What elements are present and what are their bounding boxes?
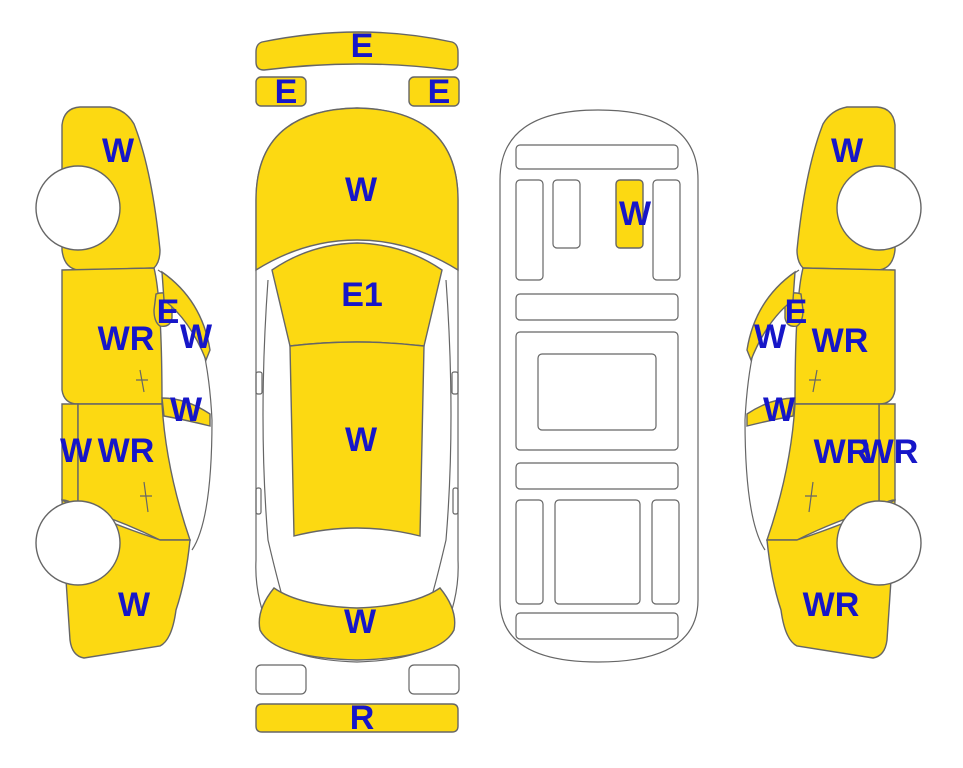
label-left-mirror: E (156, 293, 180, 331)
rear-left-seat (515, 499, 544, 605)
label-left-rocker: W (59, 432, 93, 470)
front-bumper-part[interactable] (255, 31, 459, 71)
label-left-front-door: WR (97, 320, 155, 358)
dashboard (515, 144, 679, 170)
left-door-handle-front (136, 369, 148, 393)
middle-bar (515, 293, 679, 321)
front-left-seat (515, 179, 544, 281)
hood-part[interactable] (255, 107, 459, 272)
front-right-seat (652, 179, 681, 281)
label-headlight-right: E (427, 73, 451, 111)
label-right-front-fender: W (830, 132, 864, 170)
label-right-mirror: E (784, 293, 808, 331)
taillight-right (408, 664, 460, 695)
top-mirror-right (451, 371, 459, 395)
left-front-door-part[interactable] (61, 267, 163, 405)
label-right-rear-fender: WR (802, 586, 860, 624)
label-left-rear-door: WR (97, 432, 155, 470)
label-left-front-fender: W (101, 132, 135, 170)
right-rear-pillar-part[interactable] (746, 397, 796, 427)
label-right-rear-door: WR (813, 433, 871, 471)
label-right-rear-pillar: W (762, 391, 796, 429)
label-right-front-door: WR (811, 322, 869, 360)
label-headlight-left: E (274, 73, 298, 111)
right-rear-wheel (836, 500, 922, 586)
rear-right-seat (651, 499, 680, 605)
top-handle-left (255, 487, 262, 515)
roof-part[interactable] (289, 341, 425, 537)
left-rear-wheel (35, 500, 121, 586)
rear-center-seat (554, 499, 641, 605)
label-right-rocker: WR (861, 433, 919, 471)
rear-panel-top-part[interactable] (258, 587, 456, 661)
label-windshield: E1 (341, 276, 383, 314)
right-front-pillar-part[interactable] (746, 270, 796, 362)
label-rear-bumper: R (349, 699, 375, 737)
label-left-rear-fender: W (117, 586, 151, 624)
right-front-door-part[interactable] (794, 267, 896, 405)
trunk-bar (515, 612, 679, 640)
rear-bumper-part[interactable] (255, 703, 459, 733)
taillight-left (255, 664, 307, 695)
right-door-handle-rear (805, 481, 817, 513)
interior-view (499, 109, 699, 663)
right-side-view (744, 106, 922, 659)
label-hood: W (344, 171, 378, 209)
left-door-handle-rear (140, 481, 152, 513)
right-front-wheel (836, 165, 922, 251)
label-right-front-pillar: W (753, 318, 787, 356)
center-screen (537, 353, 657, 431)
left-front-wheel (35, 165, 121, 251)
label-interior-seat: W (618, 195, 652, 233)
label-rear-panel-top: W (343, 603, 377, 641)
top-handle-right (452, 487, 459, 515)
center-area (515, 331, 679, 451)
rear-bar (515, 462, 679, 490)
interior-seat-part[interactable] (615, 179, 644, 249)
headlight-right-part[interactable] (408, 76, 460, 107)
left-side-view (35, 106, 213, 659)
left-front-pillar-part[interactable] (161, 270, 211, 362)
headlight-left-part[interactable] (255, 76, 307, 107)
label-left-front-pillar: W (179, 318, 213, 356)
front-left-console (552, 179, 581, 249)
interior-outline (499, 109, 699, 663)
label-left-rear-pillar: W (169, 391, 203, 429)
left-rear-pillar-part[interactable] (161, 397, 211, 427)
right-door-handle-front (809, 369, 821, 393)
top-mirror-left (255, 371, 263, 395)
top-view (255, 31, 460, 733)
label-roof: W (344, 421, 378, 459)
label-front-bumper: E (350, 27, 374, 65)
